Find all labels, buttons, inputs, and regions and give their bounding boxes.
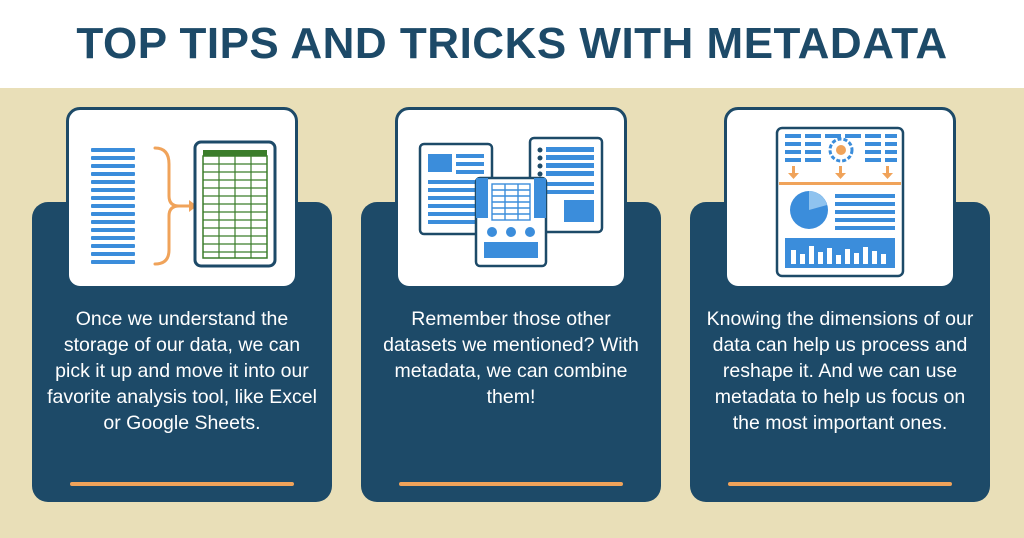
card-divider [70, 482, 294, 486]
card-divider [728, 482, 952, 486]
combine-datasets-icon [395, 107, 627, 289]
tip-text-storage: Once we understand the storage of our da… [47, 308, 317, 434]
spreadsheet-transfer-icon [66, 107, 298, 289]
tip-text-combine: Remember those other datasets we mention… [383, 308, 639, 408]
tip-text-dimensions: Knowing the dimensions of our data can h… [706, 308, 974, 434]
card-divider [399, 482, 623, 486]
page-title: TOP TIPS AND TRICKS WITH METADATA [76, 19, 948, 68]
dashboard-process-icon [724, 107, 956, 289]
header-band: TOP TIPS AND TRICKS WITH METADATA [0, 0, 1024, 88]
